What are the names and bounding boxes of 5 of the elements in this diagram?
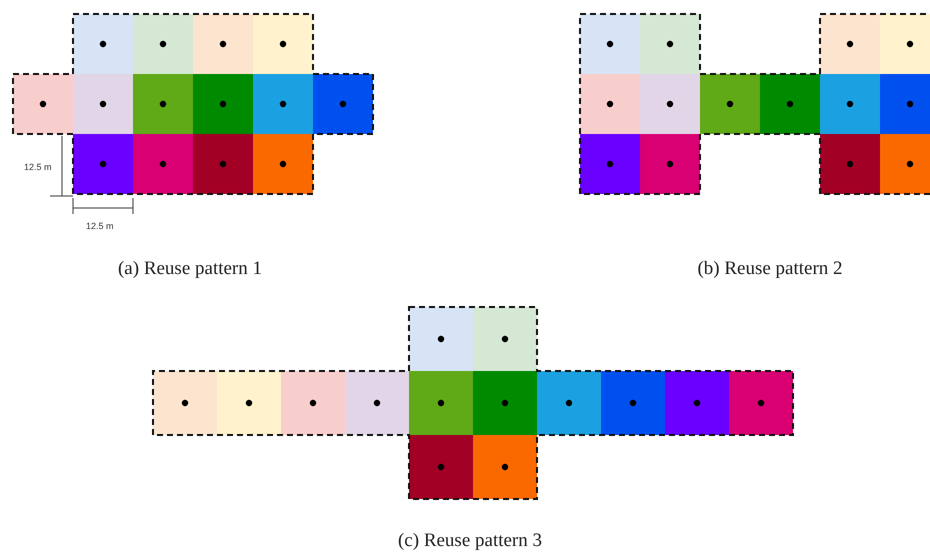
dimension-label: 12.5 m: [24, 162, 52, 172]
dimension-label: 12.5 m: [86, 221, 114, 231]
caption: (c) Reuse pattern 3: [398, 530, 542, 552]
caption: (b) Reuse pattern 2: [697, 258, 843, 280]
caption: (a) Reuse pattern 1: [118, 258, 262, 280]
